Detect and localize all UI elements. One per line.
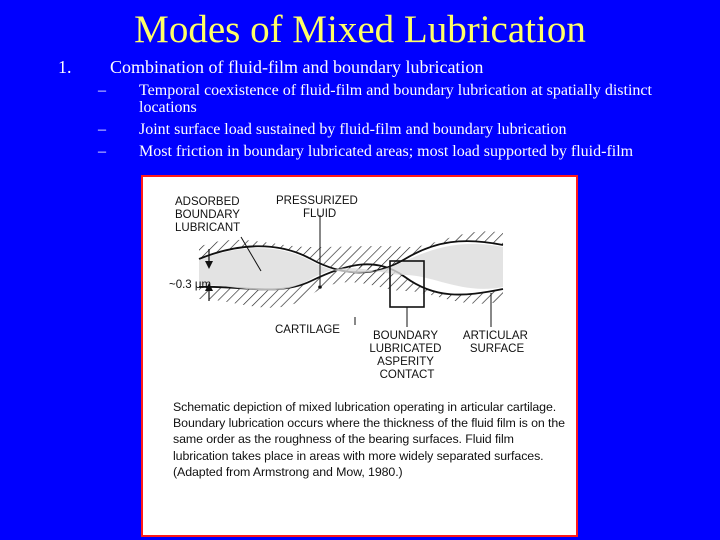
subpoint: – Joint surface load sustained by fluid-… (98, 121, 708, 138)
slide-title: Modes of Mixed Lubrication (134, 8, 586, 51)
lower-cartilage-surface (199, 264, 503, 308)
articular-surface-label: ARTICULAR SURFACE (463, 330, 531, 355)
subpoint-text: Temporal coexistence of fluid-film and b… (139, 82, 652, 116)
adsorbed-label: ADSORBED BOUNDARY LUBRICANT (175, 196, 243, 234)
cartilage-label: CARTILAGE (275, 324, 340, 336)
subpoint: – Temporal coexistence of fluid-film and… (98, 82, 708, 116)
pressurized-label: PRESSURIZED FLUID (276, 195, 361, 220)
subpoint-dash: – (98, 82, 106, 99)
thickness-arrow-up (205, 283, 213, 291)
lubrication-schematic: ADSORBED BOUNDARY LUBRICANT PRESSURIZED … (169, 195, 531, 381)
lubrication-figure: ADSORBED BOUNDARY LUBRICANT PRESSURIZED … (141, 175, 578, 537)
figure-caption: Schematic depiction of mixed lubrication… (173, 400, 565, 479)
boundary-contact-label: BOUNDARY LUBRICATED ASPERITY CONTACT (369, 330, 444, 381)
main-point-text: Combination of fluid-film and boundary l… (110, 57, 484, 77)
thickness-arrow-down (205, 261, 213, 269)
pressurized-point (318, 285, 322, 289)
main-point-number: 1. (58, 57, 72, 77)
subpoint: – Most friction in boundary lubricated a… (98, 143, 708, 160)
subpoint-dash: – (98, 121, 106, 138)
adsorbed-leader (240, 236, 262, 272)
subpoint-text: Most friction in boundary lubricated are… (139, 143, 634, 160)
subpoint-list: – Temporal coexistence of fluid-film and… (98, 82, 708, 165)
thickness-label: ~0.3 μm (169, 279, 211, 291)
upper-cartilage-surface (199, 231, 503, 273)
fluid-film (199, 243, 503, 291)
subpoint-dash: – (98, 143, 106, 160)
subpoint-text: Joint surface load sustained by fluid-fi… (139, 121, 567, 138)
